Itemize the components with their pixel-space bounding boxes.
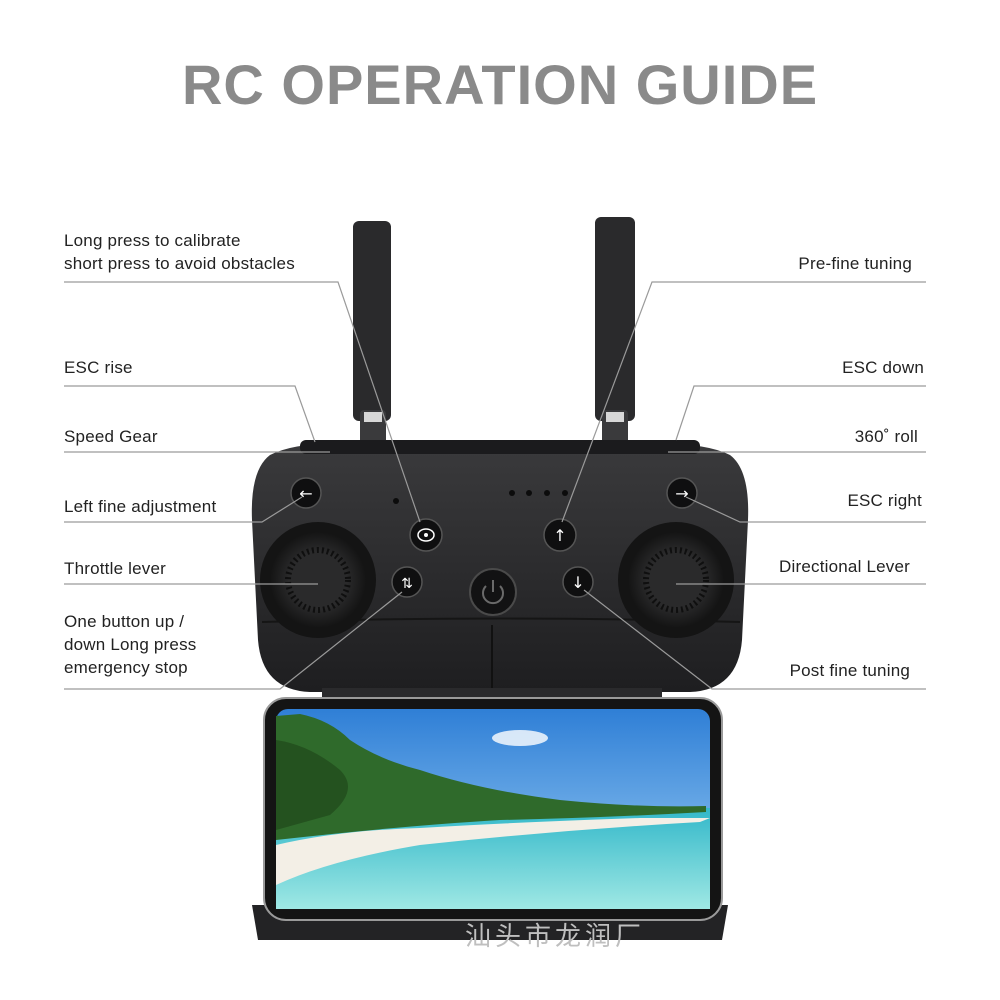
directional-joystick[interactable] [618, 522, 734, 638]
label-esc-right: ESC right [847, 489, 922, 512]
right-antenna [595, 217, 635, 444]
label-line: Long press to calibrate [64, 231, 241, 250]
power-icon [482, 585, 504, 605]
power-button[interactable] [469, 568, 517, 616]
leader-one-button [64, 591, 403, 690]
label-calibrate: Long press to calibrate short press to a… [64, 229, 295, 275]
calibrate-button[interactable] [409, 518, 443, 552]
leader-pre-fine [561, 281, 926, 523]
label-throttle: Throttle lever [64, 557, 166, 580]
label-line: down Long press [64, 635, 197, 654]
label-line: ESC rise [64, 358, 133, 377]
label-roll: 360˚ roll [855, 425, 918, 448]
leader-esc-down [675, 385, 926, 441]
phone [263, 697, 723, 921]
label-line: One button up / [64, 612, 185, 631]
label-line: Left fine adjustment [64, 497, 217, 516]
label-esc-rise: ESC rise [64, 356, 133, 379]
label-post-fine: Post fine tuning [790, 659, 910, 682]
label-pre-fine: Pre-fine tuning [798, 252, 912, 275]
esc-right-button[interactable]: → [666, 477, 698, 509]
controller-body [251, 440, 749, 692]
label-line: Post fine tuning [789, 661, 910, 680]
arrow-right-icon: → [675, 484, 688, 503]
label-left-fine: Left fine adjustment [64, 495, 216, 518]
label-line: short press to avoid obstacles [64, 254, 295, 273]
leader-post-fine [583, 589, 926, 690]
label-esc-down: ESC down [842, 356, 924, 379]
beach-image [276, 714, 710, 909]
page-title: RC OPERATION GUIDE [181, 53, 819, 116]
label-line: 360˚ roll [854, 427, 918, 446]
left-fine-adjust-button[interactable]: ← [290, 477, 322, 509]
one-button-up-down[interactable]: ⇅ [391, 566, 423, 598]
label-line: Speed Gear [64, 427, 158, 446]
label-line: ESC down [842, 358, 924, 377]
label-line: Throttle lever [64, 559, 167, 578]
up-down-icon: ⇅ [401, 576, 413, 592]
leader-left-fine [64, 496, 303, 523]
label-directional: Directional Lever [779, 555, 910, 578]
pre-fine-tuning-button[interactable]: ↑ [543, 518, 577, 552]
left-antenna [353, 221, 391, 444]
label-one-button: One button up / down Long press emergenc… [64, 610, 196, 679]
post-fine-tuning-button[interactable]: ↓ [562, 566, 594, 598]
leader-lines [64, 281, 926, 690]
watermark: 汕头市龙润厂 [465, 922, 646, 952]
obstacle-avoid-icon [417, 528, 435, 542]
label-line: emergency stop [64, 658, 188, 677]
label-line: Directional Lever [779, 557, 910, 576]
throttle-joystick[interactable] [260, 522, 376, 638]
label-line: ESC right [847, 491, 922, 510]
leader-esc-right [685, 496, 926, 523]
leader-calibrate [64, 281, 421, 523]
arrow-up-icon: ↑ [553, 526, 566, 545]
label-line: Pre-fine tuning [798, 254, 912, 273]
leader-esc-rise [64, 385, 316, 443]
arrow-down-icon: ↓ [571, 573, 584, 592]
indicator-lights [393, 490, 568, 504]
arrow-left-icon: ← [299, 484, 312, 503]
label-speed-gear: Speed Gear [64, 425, 158, 448]
